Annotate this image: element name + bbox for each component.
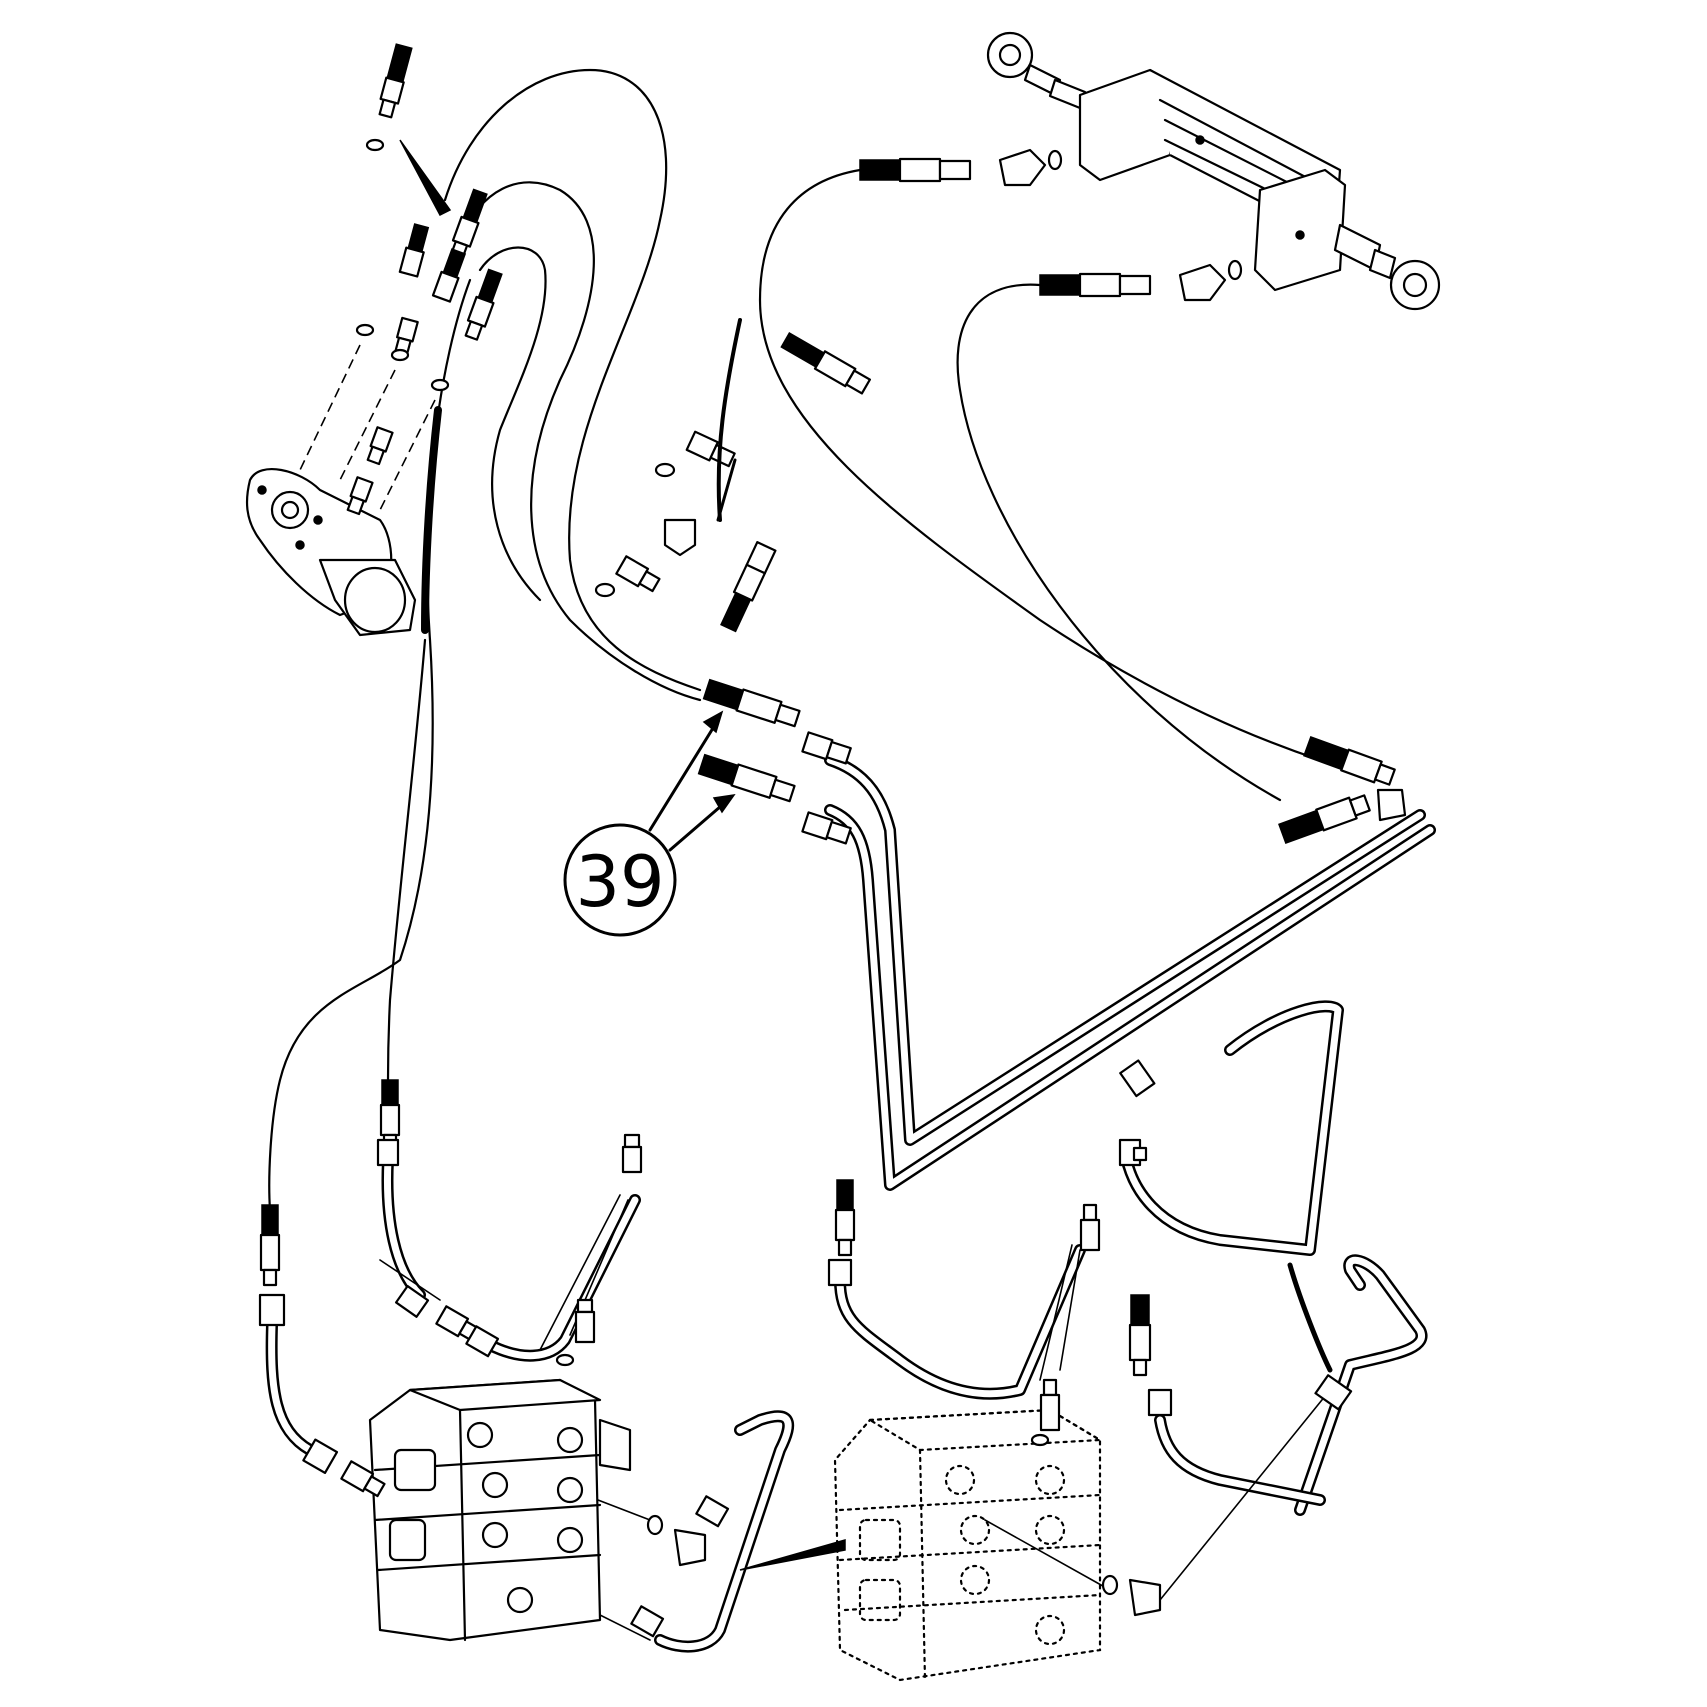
hydraulic-cylinder	[986, 31, 1441, 311]
rigid-tubes	[265, 754, 1436, 1653]
hoses	[268, 68, 1322, 1212]
steering-control-unit	[245, 468, 417, 637]
callout-number: 39	[575, 841, 664, 923]
part-callout-39: 39	[563, 710, 736, 937]
fittings	[258, 43, 1407, 1638]
callout-circle	[563, 823, 677, 937]
alternate-valve-block	[833, 1408, 1104, 1682]
control-valve-block	[368, 1378, 632, 1642]
